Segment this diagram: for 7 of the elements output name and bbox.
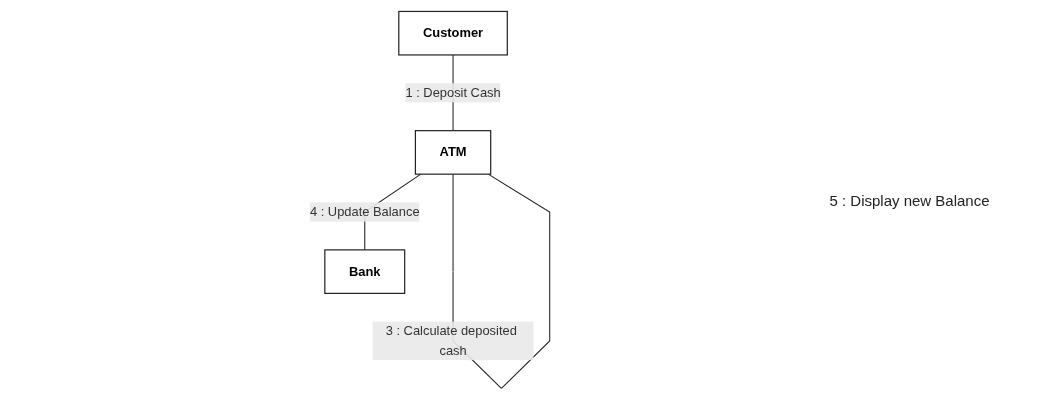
message-label: 5 : Display new Balance [829, 191, 990, 209]
edge-label: 4 : Update Balance [309, 204, 420, 219]
edge-label: 3 : Calculate deposited cash [385, 323, 517, 358]
node-box: Bank [323, 249, 405, 294]
node-box: ATM [414, 130, 491, 175]
edge-label: 1 : Deposit Cash [405, 85, 501, 100]
node-box: Customer [397, 10, 508, 56]
